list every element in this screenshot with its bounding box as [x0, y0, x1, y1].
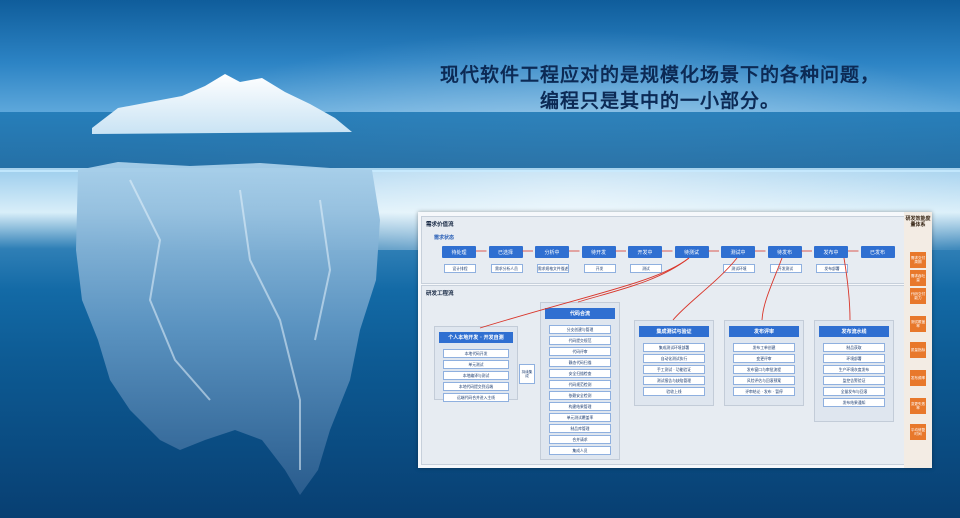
flow-box-title: 代码合流 — [545, 308, 615, 319]
ci-bridge-chip: 持续集成 — [519, 364, 535, 384]
flow-item: 静态代码扫描 — [549, 358, 611, 367]
metric-tag-7: 变更失败率 — [910, 398, 926, 414]
metrics-title: 研发效能度量体系 — [905, 216, 931, 228]
stage-7: 测试中 — [721, 246, 755, 258]
stage-3: 分析中 — [535, 246, 569, 258]
flow-arrow-5 — [843, 257, 851, 321]
engineering-flow-panel: 研发工程流 个人本地开发 · 开发自测本地代码开发单元测试本地编译与测试本地代码… — [421, 285, 905, 465]
flow-box-1: 个人本地开发 · 开发自测本地代码开发单元测试本地编译与测试本地代码提交到远端远… — [434, 326, 518, 402]
flow-item: 分支创建与管理 — [549, 325, 611, 334]
flow-item: 环境部署 — [823, 354, 885, 363]
flow-item: 集成测试环境部署 — [643, 343, 705, 352]
stage-note-2: 需求分析人员 — [490, 264, 523, 273]
flow-arrow-3 — [672, 257, 738, 321]
stage-4: 待开发 — [581, 246, 616, 258]
slide-headline: 现代软件工程应对的是规模化场景下的各种问题， 编程只是其中的一小部分。 — [430, 62, 890, 114]
stage-1: 待处理 — [442, 246, 476, 258]
flow-item: 单元测试 — [443, 360, 509, 369]
flow-item: 本地代码提交到远端 — [443, 382, 509, 391]
flow-item: 安全扫描检查 — [549, 369, 611, 378]
iceberg-tip — [92, 74, 352, 134]
value-stream-subtitle: 需求状态 — [434, 235, 455, 241]
flow-arrows — [476, 250, 859, 329]
flow-item: 发布工单创建 — [733, 343, 795, 352]
flow-box-title: 个人本地开发 · 开发自测 — [439, 332, 513, 343]
stage-note-4: 开发 — [583, 264, 616, 273]
stage-note-5: 测试 — [630, 264, 662, 273]
iceberg-submerged — [76, 162, 380, 495]
flow-box-2: 代码合流分支创建与管理代码提交规范代码评审静态代码扫描安全扫描检查代码规范检测依… — [540, 302, 620, 460]
metrics-sidebar: 研发效能度量体系 需求交付周期需求吞吐量代码交付能力测试覆盖率质量指标发布频率变… — [904, 212, 932, 468]
metric-tag-3: 代码交付能力 — [910, 288, 926, 304]
flow-item: 自动化测试执行 — [643, 354, 705, 363]
metric-tag-2: 需求吞吐量 — [910, 270, 926, 286]
engineering-flow-title: 研发工程流 — [426, 291, 454, 297]
flow-box-title: 发布流水线 — [819, 326, 889, 337]
flow-item: 测试报告与缺陷管理 — [643, 376, 705, 385]
flow-item: 评审结论 · 发布 · 暂停 — [733, 387, 795, 396]
stage-5: 开发中 — [628, 246, 662, 258]
devops-diagram: 需求价值流 需求状态 待处理设计排程 已选择需求分析人员 分析中需求规格文件描述 待开… — [418, 212, 932, 468]
metric-tag-1: 需求交付周期 — [910, 252, 926, 268]
waterline — [0, 168, 960, 172]
flow-item: 合并请求 — [549, 435, 611, 444]
flow-arrow-2 — [577, 257, 690, 303]
stage-note-7: 测试环境 — [723, 264, 755, 273]
flow-item: 远端代码合并进入主线 — [443, 393, 509, 402]
flow-item: 单元测试覆盖率 — [549, 413, 611, 422]
flow-item: 全量发布与回滚 — [823, 387, 885, 396]
flow-item: 制品库管理 — [549, 424, 611, 433]
flow-item: 生产环境灰度发布 — [823, 365, 885, 374]
metric-tag-8: 平均修复时间 — [910, 424, 926, 440]
flow-arrow-1 — [479, 257, 690, 329]
stage-note-9: 发布部署 — [816, 264, 848, 273]
value-stream-title: 需求价值流 — [426, 222, 454, 228]
flow-item: 代码规范检测 — [549, 380, 611, 389]
stage-9: 发布中 — [814, 246, 848, 258]
flow-box-3: 集成测试与验证集成测试环境部署自动化测试执行手工测试 · 功能验证测试报告与缺陷… — [634, 320, 714, 406]
flow-item: 代码评审 — [549, 347, 611, 356]
stage-10: 已发布 — [860, 246, 895, 258]
stage-8: 待发布 — [767, 246, 802, 258]
metric-tag-6: 发布频率 — [910, 370, 926, 386]
stage-note-3: 需求规格文件描述 — [537, 264, 569, 273]
flow-box-title: 发布评审 — [729, 326, 799, 337]
flow-item: 代码提交规范 — [549, 336, 611, 345]
flow-item: 集成人员 — [549, 446, 611, 455]
stage-6: 待测试 — [674, 246, 709, 258]
headline-line-2: 编程只是其中的一小部分。 — [539, 90, 780, 112]
flow-box-5: 发布流水线制品获取环境部署生产环境灰度发布监控告警验证全量发布与回滚发布结果通知 — [814, 320, 894, 422]
headline-line-1: 现代软件工程应对的是规模化场景下的各种问题， — [439, 64, 880, 86]
flow-item: 发布结果通知 — [823, 398, 885, 407]
stage-2: 已选择 — [488, 246, 523, 258]
flow-item: 变更评审 — [733, 354, 795, 363]
flow-arrow-4 — [761, 257, 783, 321]
flow-item: 监控告警验证 — [823, 376, 885, 385]
iceberg-ridge — [129, 179, 332, 470]
flow-item: 手工测试 · 功能验证 — [643, 365, 705, 374]
metric-tag-4: 测试覆盖率 — [910, 316, 926, 332]
flow-item: 验收上线 — [643, 387, 705, 396]
flow-box-title: 集成测试与验证 — [639, 326, 709, 337]
flow-item: 发布窗口与审批流程 — [733, 365, 795, 374]
flow-box-4: 发布评审发布工单创建变更评审发布窗口与审批流程风险评估与回滚预案评审结论 · 发… — [724, 320, 804, 406]
stage-note-8: 开发测试 — [769, 264, 802, 273]
metric-tag-5: 质量指标 — [910, 342, 926, 358]
flow-item: 构建结果管理 — [549, 402, 611, 411]
flow-item: 制品获取 — [823, 343, 885, 352]
flow-item: 依赖安全检测 — [549, 391, 611, 400]
flow-item: 本地编译与测试 — [443, 371, 509, 380]
stage-note-1: 设计排程 — [444, 264, 476, 273]
flow-item: 风险评估与回滚预案 — [733, 376, 795, 385]
flow-item: 本地代码开发 — [443, 349, 509, 358]
